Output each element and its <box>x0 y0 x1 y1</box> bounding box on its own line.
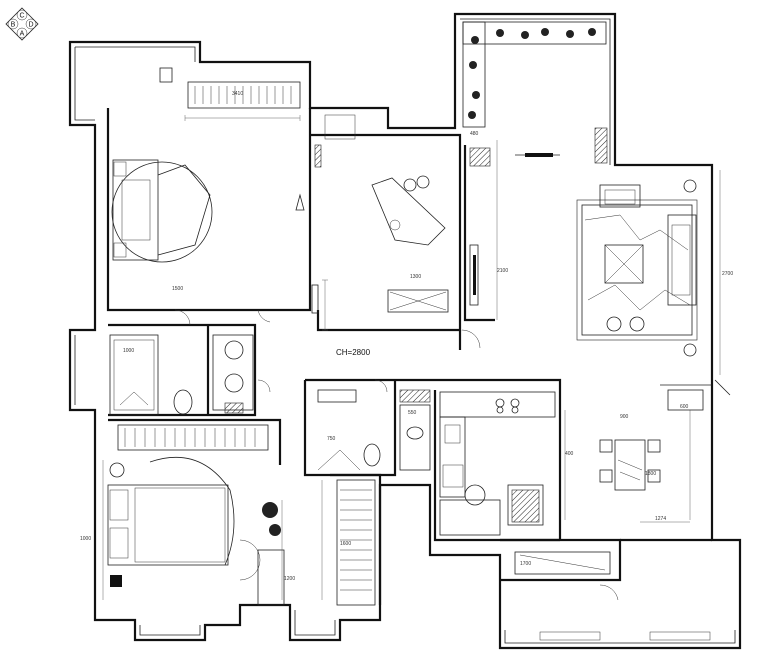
bathroom-left <box>109 334 254 416</box>
section-markers <box>515 153 731 411</box>
compass-a: A <box>20 31 25 38</box>
dim-1200: 1200 <box>284 576 295 582</box>
dim-550: 550 <box>408 410 417 416</box>
study-room <box>311 114 449 314</box>
bedroom-top-left <box>111 67 305 263</box>
dim-1500: 1500 <box>172 286 183 292</box>
ceiling-height-label: CH=2800 <box>336 348 371 357</box>
kitchen <box>439 391 556 536</box>
compass-b: B <box>11 22 16 29</box>
balcony-planters <box>462 21 608 167</box>
bathroom-middle <box>317 389 431 471</box>
dim-1800: 1800 <box>645 471 656 477</box>
compass-c: C <box>19 13 24 20</box>
dimension-lines <box>102 115 721 600</box>
dim-3410: 3410 <box>232 91 243 97</box>
compass-icon: C B D A <box>5 7 39 41</box>
interior-walls <box>106 108 712 605</box>
door-swings <box>174 309 619 601</box>
dim-1600: 1600 <box>340 541 351 547</box>
living-room <box>469 179 698 357</box>
utility-room <box>514 551 711 641</box>
dimension-texts: 3410 1000 1300 2700 2100 1600 550 750 48… <box>80 91 733 582</box>
corridor-wardrobe <box>336 479 376 606</box>
dining-area <box>599 439 661 491</box>
dim-750: 750 <box>327 436 336 442</box>
dim-1274: 1274 <box>655 516 666 522</box>
dim-600: 600 <box>680 404 689 410</box>
dim-400: 400 <box>565 451 574 457</box>
dim-2700: 2700 <box>722 271 733 277</box>
dim-1000-b: 1000 <box>80 536 91 542</box>
dim-1000-a: 1000 <box>123 348 134 354</box>
dim-1300: 1300 <box>410 274 421 280</box>
dim-2100: 2100 <box>497 268 508 274</box>
bedroom-bottom-left <box>107 424 285 606</box>
dim-1700: 1700 <box>520 561 531 567</box>
compass-d: D <box>28 22 33 29</box>
dim-900: 900 <box>620 414 629 420</box>
dim-480: 480 <box>470 131 479 137</box>
